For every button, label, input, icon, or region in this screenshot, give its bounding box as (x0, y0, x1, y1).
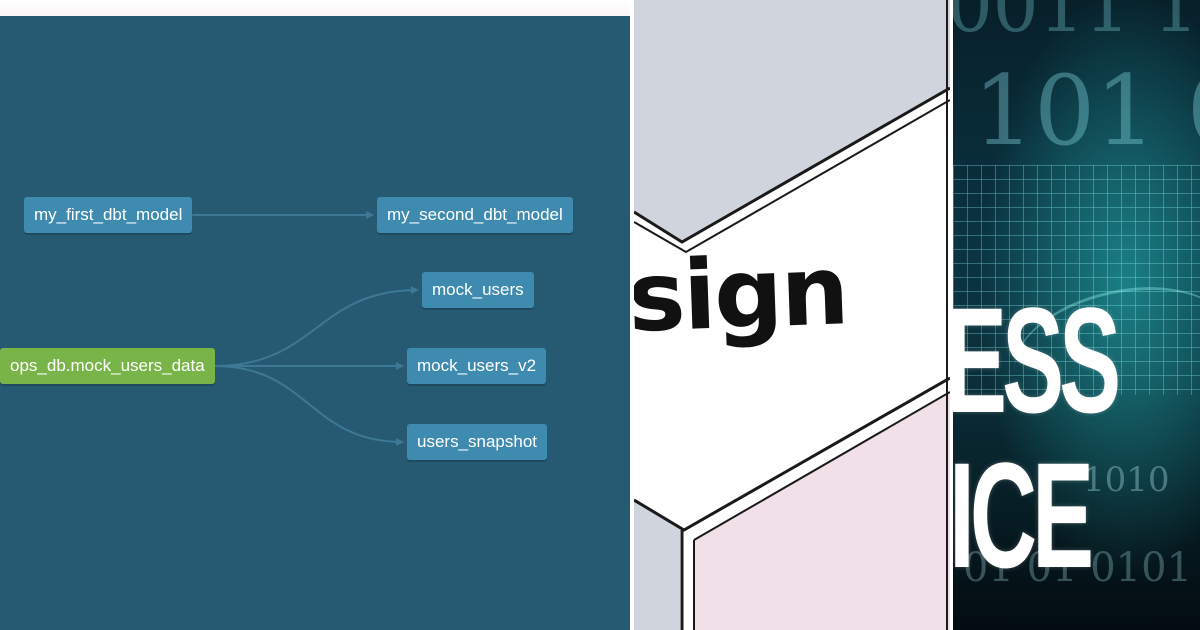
headline-word-bottom: ICE (953, 431, 1094, 599)
panel-divider (950, 0, 953, 630)
node-users-snapshot[interactable]: users_snapshot (407, 424, 548, 460)
lineage-graph-panel: my_first_dbt_model my_second_dbt_model m… (0, 0, 630, 630)
node-mock-users[interactable]: mock_users (422, 272, 534, 308)
digital-art-panel: 0011 1 101 01 1010 01 01 0101 ESS ICE (953, 0, 1200, 630)
sketch-illustration (634, 0, 950, 630)
edge-3 (214, 365, 404, 446)
node-my-second-dbt-model[interactable]: my_second_dbt_model (377, 197, 573, 233)
edge-1 (214, 286, 419, 367)
grid-overlay (953, 165, 1200, 395)
grey-face-top (634, 0, 950, 242)
headline-word-top: ESS (953, 276, 1121, 444)
binary-text-bottom: 01 01 0101 (963, 545, 1193, 591)
node-ops-db-mock-users-data[interactable]: ops_db.mock_users_data (0, 348, 215, 384)
node-mock-users-v2[interactable]: mock_users_v2 (407, 348, 547, 384)
graph-canvas[interactable]: my_first_dbt_model my_second_dbt_model m… (0, 16, 630, 630)
grey-face-bottom (634, 500, 680, 630)
binary-text-low: 1010 (1083, 460, 1170, 500)
binary-text-middle: 101 01 (973, 55, 1200, 167)
sketch-word: sign (634, 234, 849, 354)
graph-edges (192, 211, 419, 446)
panel-divider (630, 0, 634, 630)
sketch-panel: sign (634, 0, 950, 630)
pink-face-bottom (694, 392, 950, 630)
node-my-first-dbt-model[interactable]: my_first_dbt_model (24, 197, 193, 233)
binary-text-top: 0011 1 (953, 0, 1199, 48)
top-strip (0, 0, 630, 16)
